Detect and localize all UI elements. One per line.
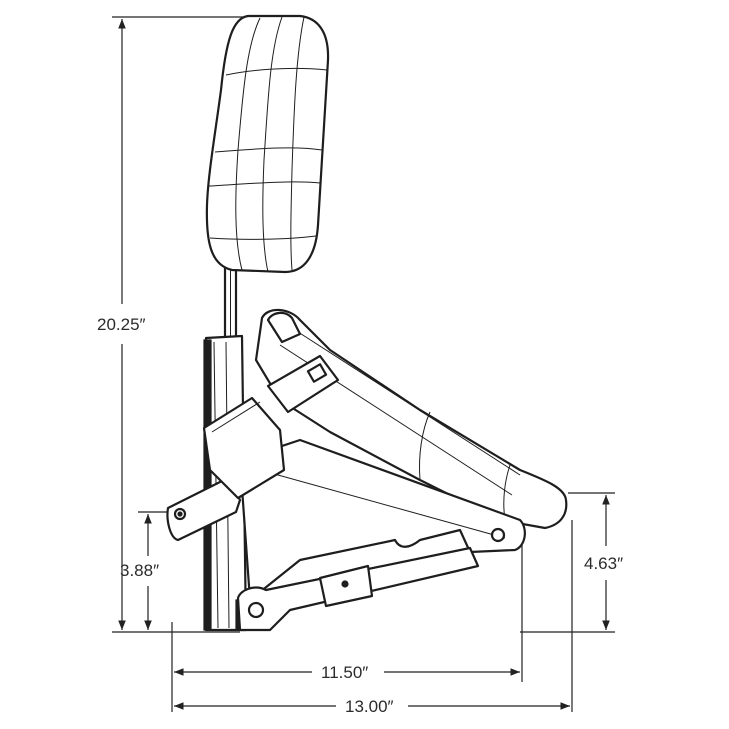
- dimension-lines: [112, 16, 615, 712]
- pivot-height-label: 3.88″: [120, 561, 159, 580]
- backrest-post: [223, 260, 238, 344]
- seat-illustration: [166, 14, 568, 632]
- overall-length-label: 13.00″: [345, 697, 394, 716]
- suspension-arm: [238, 438, 526, 602]
- clamp-block: [202, 396, 286, 500]
- overall-height-label: 20.25″: [97, 315, 146, 334]
- backrest-pad: [205, 14, 330, 274]
- inner-length-label: 11.50″: [321, 663, 368, 682]
- pivot-bracket: [166, 476, 242, 542]
- seat-cushion: [254, 308, 568, 530]
- front-height-label: 4.63″: [584, 554, 623, 573]
- bottom-linkage: [236, 546, 480, 632]
